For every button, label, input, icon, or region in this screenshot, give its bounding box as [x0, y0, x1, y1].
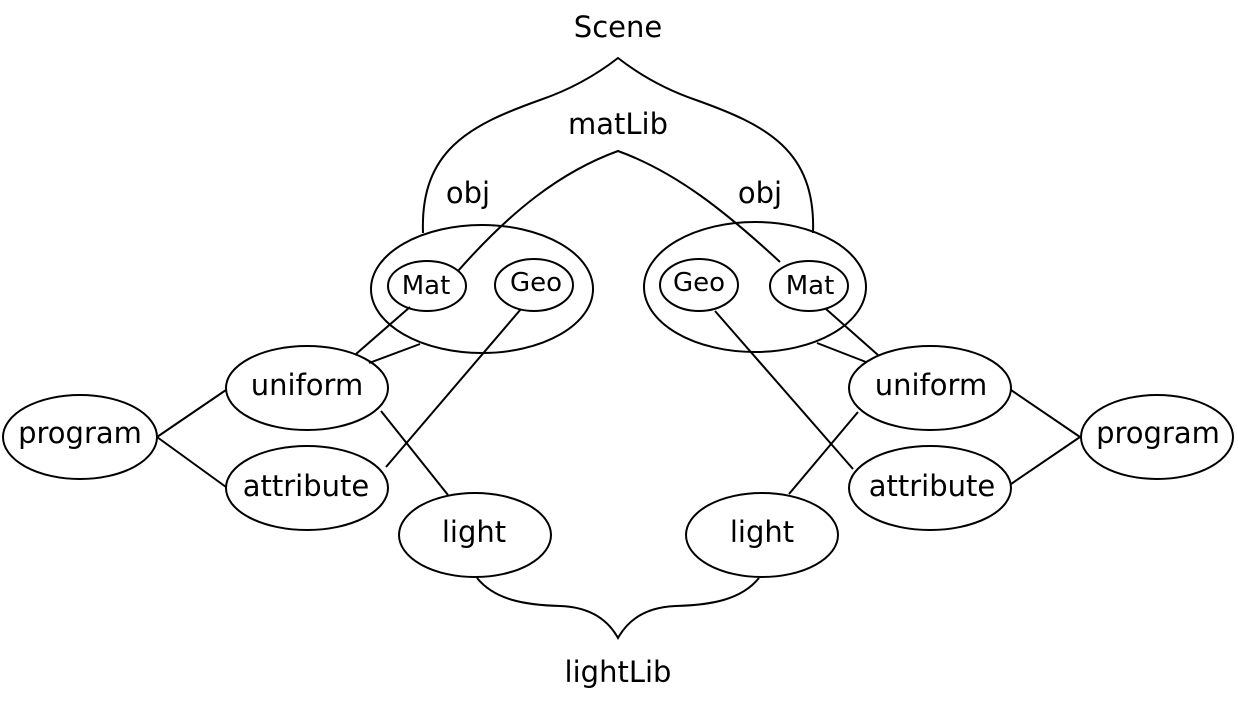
left-program-node: program — [2, 394, 158, 480]
edge-left-mat-uniform — [355, 306, 411, 355]
edge-right-program-uniform — [1010, 389, 1081, 438]
edge-right-program-attribute — [1010, 436, 1081, 485]
left-uniform-label: uniform — [251, 368, 363, 402]
scene-bracket — [421, 56, 815, 234]
lightlib-bracket — [476, 577, 760, 641]
right-uniform-label: uniform — [875, 368, 987, 402]
obj-label-right: obj — [738, 176, 782, 210]
right-program-node: program — [1080, 394, 1234, 480]
left-light-node: light — [398, 492, 552, 578]
left-obj-mat-label: Mat — [402, 271, 451, 301]
edge-left-program-uniform — [156, 389, 227, 438]
right-obj-node: Geo Mat — [643, 221, 867, 353]
right-obj-mat-label: Mat — [786, 271, 835, 301]
right-light-node: light — [685, 492, 839, 578]
edge-right-mat-uniform — [825, 308, 879, 356]
lightlib-label: lightLib — [565, 655, 672, 689]
matlib-label: matLib — [568, 107, 668, 141]
edge-left-uniform-light — [380, 410, 449, 496]
matlib-bracket — [457, 149, 781, 272]
left-light-label: light — [442, 515, 506, 549]
right-attribute-label: attribute — [869, 469, 996, 503]
left-obj-geo-label: Geo — [510, 268, 562, 298]
right-program-label: program — [1096, 416, 1220, 450]
left-obj-geo-node: Geo — [494, 258, 574, 312]
left-obj-mat-node: Mat — [387, 260, 467, 312]
left-obj-node: Mat Geo — [370, 224, 594, 354]
right-uniform-node: uniform — [848, 345, 1012, 431]
obj-label-left: obj — [446, 176, 490, 210]
left-attribute-label: attribute — [243, 469, 370, 503]
right-obj-geo-node: Geo — [659, 258, 739, 312]
right-attribute-node: attribute — [848, 445, 1012, 531]
left-uniform-node: uniform — [225, 345, 389, 431]
edge-right-uniform-light — [788, 411, 859, 495]
edge-left-program-attribute — [156, 436, 227, 488]
edge-right-obj-uniform — [816, 342, 867, 363]
right-light-label: light — [730, 515, 794, 549]
edge-right-geo-attribute — [714, 310, 854, 470]
right-obj-geo-label: Geo — [673, 268, 725, 298]
scene-label: Scene — [574, 10, 662, 44]
left-program-label: program — [18, 416, 142, 450]
right-obj-mat-node: Mat — [769, 260, 849, 312]
edge-left-geo-attribute — [385, 308, 522, 468]
left-attribute-node: attribute — [225, 445, 389, 531]
edge-left-obj-uniform — [368, 343, 421, 364]
